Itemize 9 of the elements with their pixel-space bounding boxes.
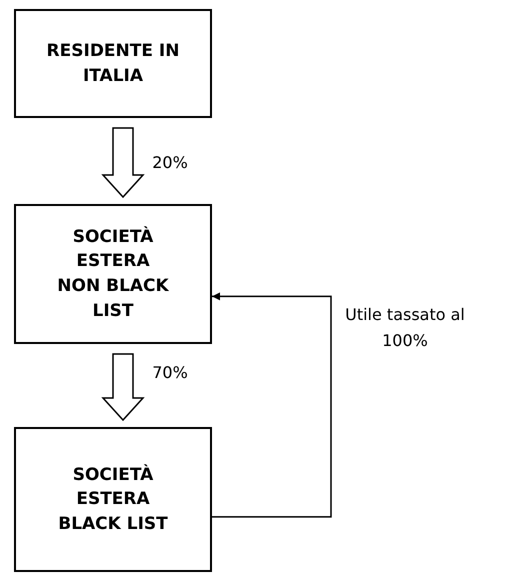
process-box bbox=[14, 9, 212, 118]
arrow bbox=[212, 292, 332, 518]
hollow-arrow bbox=[101, 127, 145, 198]
box-label: SOCIETÀ ESTERA BLACK LIST bbox=[57, 463, 169, 536]
process-box bbox=[14, 204, 212, 344]
box-label: SOCIETÀ ESTERA NON BLACK LIST bbox=[56, 225, 170, 323]
hollow-arrow bbox=[101, 353, 145, 422]
process-box bbox=[14, 427, 212, 572]
box-label: RESIDENTE IN ITALIA bbox=[46, 40, 180, 88]
